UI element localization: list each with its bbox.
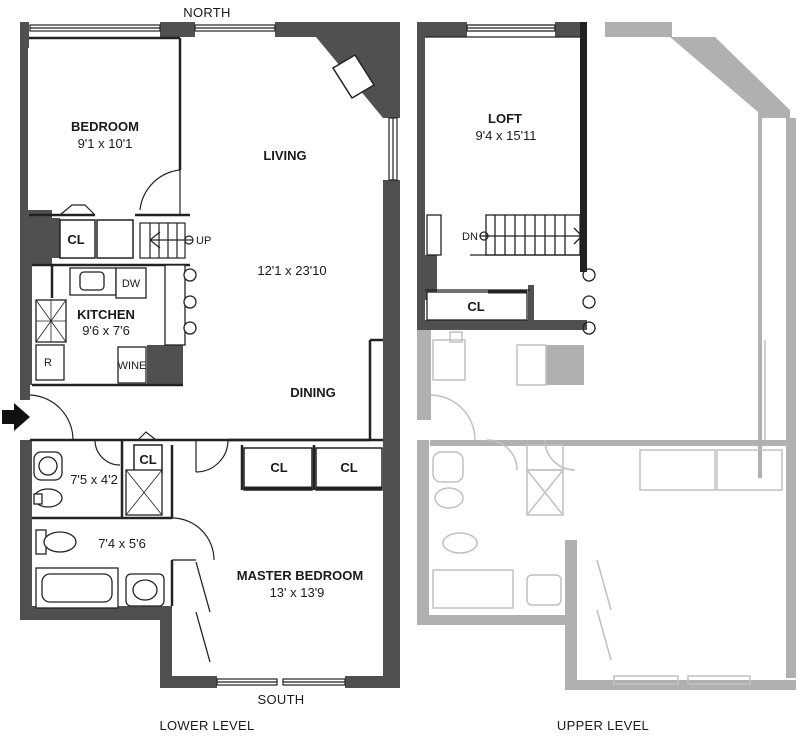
lower-level-interior-walls: [29, 36, 383, 606]
bath1-dims: 7'5 x 4'2: [70, 472, 118, 487]
upper-level-ghost-lines: [430, 331, 783, 685]
upper-level-walls: [417, 22, 587, 330]
loft-name: LOFT: [488, 111, 522, 126]
living-name: LIVING: [263, 148, 306, 163]
closet-label-master-2: CL: [340, 460, 357, 475]
refrigerator-label: R: [44, 357, 52, 369]
upper-level-ghost-plan: [417, 22, 796, 690]
dishwasher-label: DW: [122, 278, 141, 290]
compass-south-label: SOUTH: [258, 692, 305, 707]
closet-outlines: [59, 219, 383, 491]
door-swings: [29, 169, 229, 561]
lower-level-caption: LOWER LEVEL: [159, 718, 254, 733]
stairs-up-label: UP: [196, 235, 211, 247]
entry-arrow-icon: [2, 403, 30, 431]
closet-label-loft: CL: [467, 299, 484, 314]
kitchen-name: KITCHEN: [77, 307, 135, 322]
master-bedroom-name: MASTER BEDROOM: [237, 568, 363, 583]
wine-label: WINE: [118, 360, 147, 372]
closet-label-master-1: CL: [270, 460, 287, 475]
closet-label-bedroom: CL: [67, 232, 84, 247]
fireplace-icon: [331, 53, 376, 100]
windows: [29, 24, 398, 686]
kitchen-dims: 9'6 x 7'6: [82, 323, 130, 338]
bathroom-fixtures: [33, 451, 165, 609]
living-dims: 12'1 x 23'10: [257, 263, 326, 278]
bath2-dims: 7'4 x 5'6: [98, 536, 146, 551]
kitchen-fixtures: [35, 264, 197, 384]
upper-level-caption: UPPER LEVEL: [557, 718, 649, 733]
master-bedroom-dims: 13' x 13'9: [270, 585, 325, 600]
lower-level-walls: [20, 22, 400, 688]
bedroom-name: BEDROOM: [71, 119, 139, 134]
upper-level-lines: [425, 24, 596, 335]
master-closet-doors: [172, 559, 211, 663]
closet-label-hall: CL: [139, 452, 156, 467]
stairs-lower: [139, 222, 194, 259]
loft-dims: 9'4 x 15'11: [475, 128, 536, 143]
bedroom-dims: 9'1 x 10'1: [78, 136, 133, 151]
dining-name: DINING: [290, 385, 336, 400]
compass-north-label: NORTH: [183, 5, 230, 20]
stairs-down-label: DN: [462, 231, 478, 243]
